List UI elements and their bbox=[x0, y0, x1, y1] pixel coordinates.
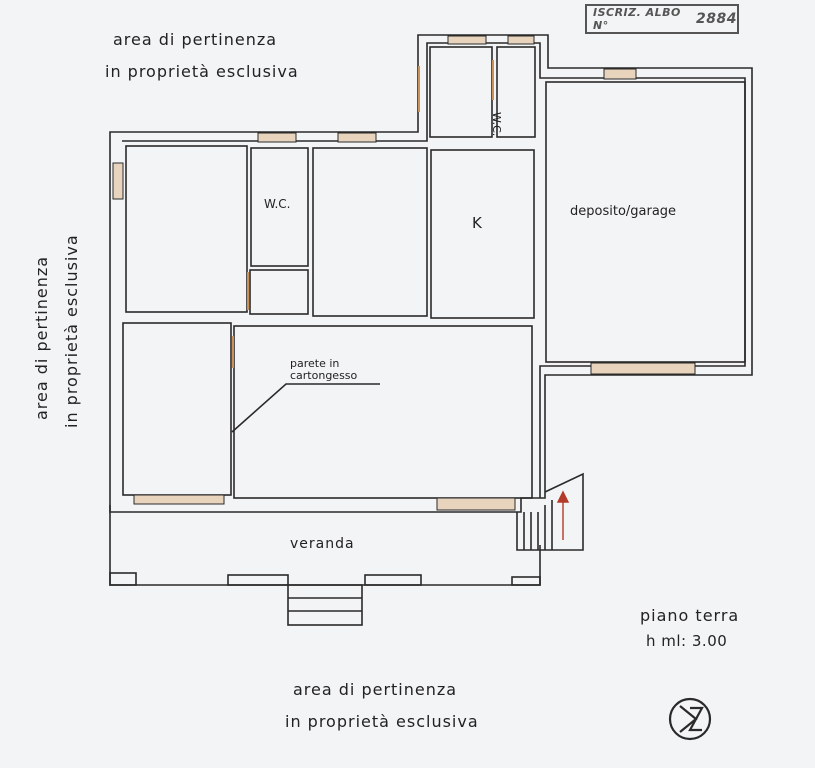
annotation-leader bbox=[231, 383, 380, 433]
room-label-veranda: veranda bbox=[290, 536, 355, 552]
room-living bbox=[233, 325, 533, 499]
room-label-kitchen: K bbox=[472, 214, 482, 232]
storage-room-top bbox=[429, 46, 493, 138]
veranda-pillar bbox=[511, 576, 541, 586]
window bbox=[590, 362, 696, 375]
room-garage bbox=[545, 81, 746, 363]
window bbox=[337, 132, 377, 143]
area-label-bottom-1: area di pertinenza bbox=[293, 680, 458, 699]
registration-stamp: ISCRIZ. ALBO N° 2884 bbox=[585, 4, 739, 34]
room-label-wc-top: W.C. bbox=[490, 112, 503, 137]
veranda-pillar bbox=[227, 574, 289, 586]
room-wc bbox=[250, 147, 309, 267]
room-label-wc: W.C. bbox=[264, 197, 291, 211]
north-compass-icon bbox=[668, 697, 712, 741]
stamp-label: ISCRIZ. ALBO N° bbox=[593, 6, 681, 32]
stairs-up-arrow-icon bbox=[556, 490, 570, 540]
area-label-top-1: area di pertinenza bbox=[113, 30, 278, 49]
veranda-pillar bbox=[364, 574, 422, 586]
outer-wall bbox=[109, 34, 753, 513]
window bbox=[603, 68, 637, 80]
floor-height: h ml: 3.00 bbox=[646, 632, 728, 650]
area-label-left-1: area di pertinenza bbox=[32, 255, 51, 420]
staircase bbox=[516, 472, 584, 551]
wc-room-top bbox=[496, 46, 536, 138]
area-label-top-2: in proprietà esclusiva bbox=[105, 62, 299, 81]
area-label-bottom-2: in proprietà esclusiva bbox=[285, 712, 479, 731]
annotation-line-2: cartongesso bbox=[290, 369, 358, 382]
annotation-line-1: parete in bbox=[290, 357, 340, 370]
window bbox=[133, 494, 225, 505]
room-label-garage: deposito/garage bbox=[570, 204, 677, 219]
inner-wall bbox=[122, 42, 746, 498]
entrance-steps bbox=[287, 584, 363, 626]
window bbox=[436, 497, 516, 511]
window bbox=[257, 132, 297, 143]
window bbox=[447, 35, 487, 45]
window bbox=[112, 162, 124, 200]
room-corridor bbox=[249, 269, 309, 315]
floor-name: piano terra bbox=[640, 606, 740, 625]
window bbox=[507, 35, 535, 45]
stamp-number: 2884 bbox=[696, 11, 737, 27]
room-bedroom-3 bbox=[122, 322, 232, 496]
area-label-left-2: in proprietà esclusiva bbox=[62, 234, 81, 428]
veranda-pillar bbox=[109, 572, 137, 586]
room-bedroom-1 bbox=[125, 145, 248, 313]
room-kitchen bbox=[430, 149, 535, 319]
room-bedroom-2 bbox=[312, 147, 428, 317]
